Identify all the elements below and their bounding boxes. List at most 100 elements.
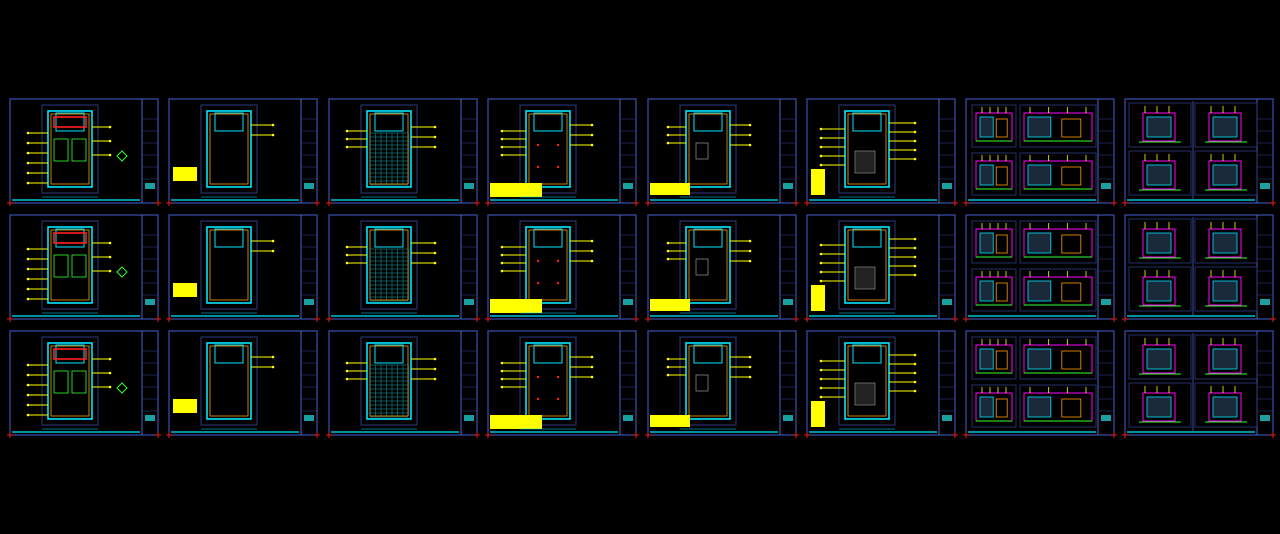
toilet-room [374, 112, 404, 132]
sheet-border [647, 214, 797, 320]
sheet-grid [7, 98, 1276, 438]
drawing-sheet [166, 214, 320, 322]
leader-dot [666, 125, 670, 129]
leader-dot [590, 375, 594, 379]
toilet-room [214, 112, 244, 132]
drawing-sheet [963, 214, 1117, 322]
elevation-frame [971, 268, 1017, 312]
sheet-border [965, 330, 1115, 436]
leader-dot [108, 139, 112, 143]
drawing-sheet [166, 330, 320, 438]
inner-wall [688, 345, 728, 417]
elevation-frame [1194, 334, 1258, 380]
elevation-frame [1019, 268, 1097, 312]
title-block [300, 331, 317, 435]
logo-block [1101, 299, 1111, 305]
leader-dot [271, 355, 275, 359]
dimension-frame [200, 336, 258, 426]
elevation-outline [1208, 228, 1242, 258]
leader-dot [345, 129, 349, 133]
elevation-outline [1142, 276, 1176, 306]
leader-dot [913, 237, 917, 241]
leader-dot [913, 362, 917, 366]
leader-dot [433, 377, 437, 381]
note-block [811, 285, 825, 311]
title-block [141, 331, 158, 435]
sheet-border [328, 330, 478, 436]
leader-dot [345, 361, 349, 365]
ceiling-light [556, 397, 560, 401]
logo-block [942, 415, 952, 421]
title-block [619, 215, 636, 319]
elevation-frame [1019, 104, 1097, 148]
elevation-frame [1019, 152, 1097, 196]
inner-wall [528, 345, 568, 417]
elevation-outline [1142, 160, 1176, 190]
leader-dot [913, 264, 917, 268]
room-wall [844, 110, 890, 188]
leader-dot [819, 386, 823, 390]
diamond-symbol [116, 382, 128, 394]
elevation-panel [1212, 116, 1238, 138]
elevation-fixture [1061, 118, 1082, 138]
equipment [854, 150, 876, 174]
leader-dot [666, 141, 670, 145]
leader-dot [26, 257, 30, 261]
elevation-panel [1027, 232, 1052, 254]
elevation-outline [1142, 344, 1176, 374]
dimension-frame [41, 336, 99, 426]
leader-dot [819, 359, 823, 363]
logo-block [623, 299, 633, 305]
elevation-frame [1194, 150, 1258, 196]
note-block [173, 167, 197, 181]
drawing-sheet [485, 98, 639, 206]
note-block [173, 399, 197, 413]
dimension-frame [200, 220, 258, 310]
elevation-panel [1027, 280, 1052, 302]
logo-block [1101, 415, 1111, 421]
leader-dot [819, 136, 823, 140]
drawing-sheet [485, 330, 639, 438]
elevation-panel [1146, 232, 1172, 254]
inner-wall [688, 113, 728, 185]
toilet-room [533, 112, 563, 132]
leader-dot [271, 239, 275, 243]
logo-block [783, 415, 793, 421]
elevation-outline [1208, 276, 1242, 306]
legend-table [490, 299, 542, 313]
title-block [619, 99, 636, 203]
elevation-frame [1194, 218, 1258, 264]
toilet-room [55, 112, 85, 132]
dimension-frame [519, 220, 577, 310]
diamond-symbol [116, 150, 128, 162]
leader-dot [108, 385, 112, 389]
note-block [173, 283, 197, 297]
logo-block [623, 183, 633, 189]
elevation-panel [1027, 396, 1052, 418]
leader-dot [26, 131, 30, 135]
leader-dot [345, 261, 349, 265]
elevation-panel [1146, 348, 1172, 370]
elevation-frame [1128, 218, 1192, 264]
dimension-frame [360, 220, 418, 310]
toilet-room [852, 112, 882, 132]
elevation-fixture [1061, 350, 1082, 370]
logo-block [942, 183, 952, 189]
elevation-panel [1212, 396, 1238, 418]
leader-dot [345, 137, 349, 141]
toilet-room [852, 228, 882, 248]
drawing-sheet [645, 214, 799, 322]
leader-dot [271, 249, 275, 253]
inner-wall [688, 229, 728, 301]
logo-block [1260, 183, 1270, 189]
leader-dot [590, 355, 594, 359]
leader-dot [913, 139, 917, 143]
drawing-sheet [1122, 214, 1276, 322]
title-block [460, 331, 477, 435]
leader-dot [500, 137, 504, 141]
drawing-sheet [326, 330, 480, 438]
drawing-sheet [804, 98, 958, 206]
sheet-border [328, 98, 478, 204]
elevation-frame [1128, 150, 1192, 196]
